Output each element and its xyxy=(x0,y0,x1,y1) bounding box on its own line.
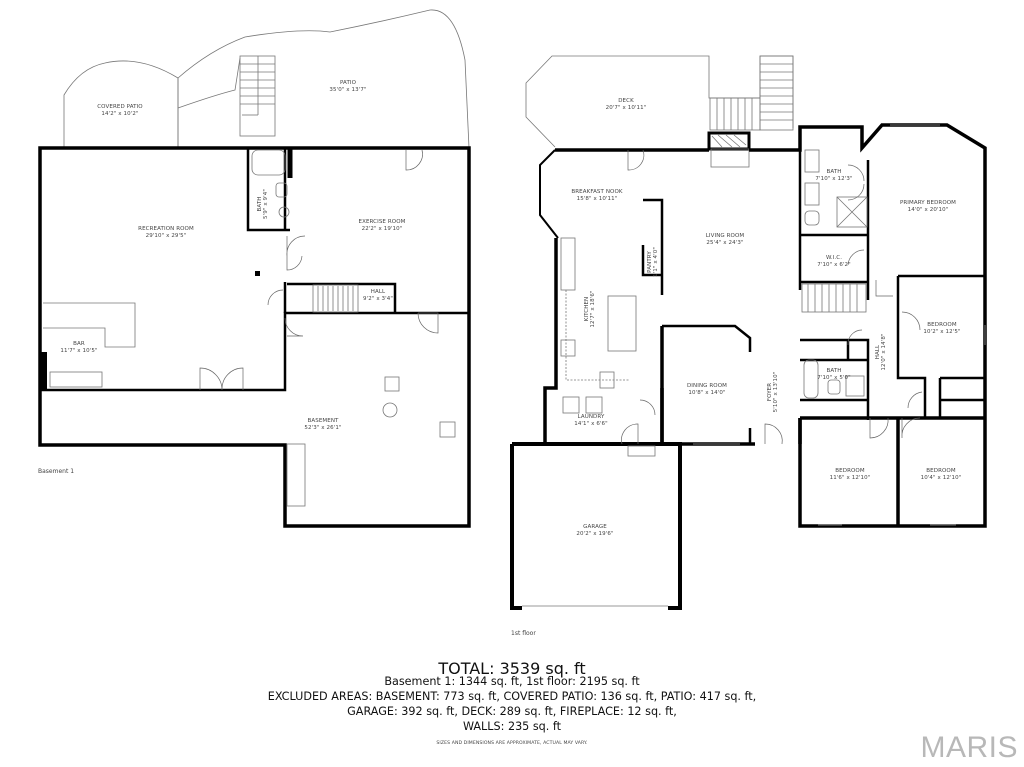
room-name: COVERED PATIO xyxy=(97,104,143,110)
garage-walls xyxy=(510,442,682,610)
svg-text:FOYER5'10" x 13'10": FOYER5'10" x 13'10" xyxy=(767,372,779,413)
svg-text:KITCHEN12'7" x 18'6": KITCHEN12'7" x 18'6" xyxy=(584,290,596,327)
windows xyxy=(693,124,986,526)
deck-stairs xyxy=(709,55,794,131)
fireplace xyxy=(707,131,751,168)
floor-area-breakdown: Basement 1: 1344 sq. ft, 1st floor: 2195… xyxy=(384,675,640,688)
excluded-areas-line-3: WALLS: 235 sq. ft xyxy=(462,720,562,733)
first-floor-stairs xyxy=(801,283,867,313)
excluded-areas-line-2: GARAGE: 392 sq. ft, DECK: 289 sq. ft, FI… xyxy=(347,705,677,718)
exterior-stairs xyxy=(239,55,276,137)
disclaimer: SIZES AND DIMENSIONS ARE APPROXIMATE, AC… xyxy=(436,741,588,746)
basement-exterior-walls xyxy=(38,146,471,528)
basement-interior-stairs xyxy=(312,284,359,313)
covered-patio-outline xyxy=(63,60,179,148)
patio-outline xyxy=(177,9,470,149)
svg-text:HALL12'0" x 14'8": HALL12'0" x 14'8" xyxy=(875,333,887,370)
excluded-areas-line-1: EXCLUDED AREAS: BASEMENT: 773 sq. ft, CO… xyxy=(267,690,757,703)
svg-text:W.I.C.7'10" x 6'2": W.I.C.7'10" x 6'2" xyxy=(817,255,851,268)
total-area: TOTAL: 3539 sq. ft xyxy=(438,659,586,678)
svg-text:BATH5'9" x 9'4": BATH5'9" x 9'4" xyxy=(257,189,269,219)
deck-outline xyxy=(525,55,794,148)
maris-watermark-logo: MARIS xyxy=(920,731,1018,764)
svg-text:PANTRY1'1" x 4'0": PANTRY1'1" x 4'0" xyxy=(647,247,659,277)
first-floor-label: 1st floor xyxy=(511,630,536,637)
first-floor-exterior-walls xyxy=(555,123,987,528)
basement-floor-label: Basement 1 xyxy=(38,468,75,475)
